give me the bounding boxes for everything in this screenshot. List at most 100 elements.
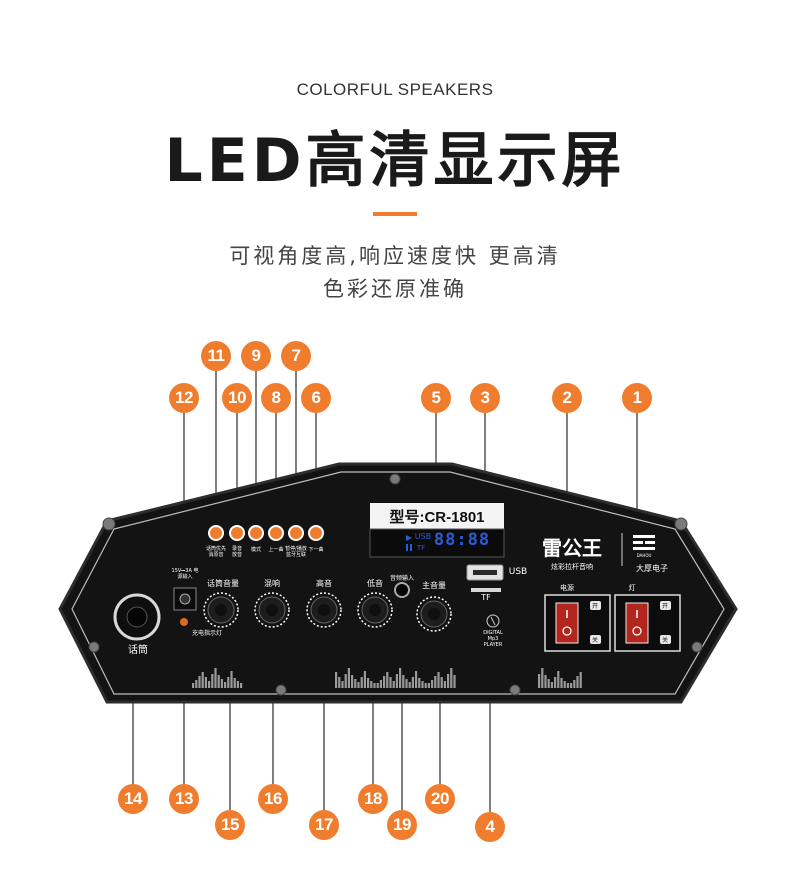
callout-3: 3 xyxy=(470,383,500,413)
equalizer-bar xyxy=(344,674,347,688)
lcd-readout: 88:88 xyxy=(433,530,491,550)
callout-20: 20 xyxy=(425,784,455,814)
equalizer-bar xyxy=(389,677,392,688)
equalizer-bar xyxy=(236,681,239,688)
pause-indicator-icon xyxy=(406,544,408,551)
mp3-player-icon xyxy=(490,616,496,626)
equalizer-bar xyxy=(233,678,236,688)
callout-15: 15 xyxy=(215,810,245,840)
equalizer-bar xyxy=(427,683,430,688)
knob-treble xyxy=(306,592,342,628)
equalizer-bar xyxy=(563,681,566,688)
callout-19: 19 xyxy=(387,810,417,840)
equalizer-bar xyxy=(399,668,402,688)
equalizer-bar xyxy=(418,678,421,688)
knob-echo xyxy=(254,592,290,628)
screw xyxy=(389,473,401,485)
switch-off-mark xyxy=(562,626,572,636)
equalizer-bar xyxy=(395,674,398,688)
power-off-tag xyxy=(590,635,601,644)
equalizer-bar xyxy=(392,681,395,688)
equalizer-bar xyxy=(230,671,233,688)
equalizer-bar xyxy=(214,668,217,688)
equalizer-bar xyxy=(335,672,338,688)
equalizer-bar xyxy=(579,672,582,688)
power-off-label: 关 xyxy=(591,637,599,644)
model-plate xyxy=(370,503,504,529)
usb-port-label: USB xyxy=(508,567,528,577)
equalizer-bar xyxy=(431,680,434,688)
accent-divider xyxy=(373,212,417,216)
equalizer-bar xyxy=(379,680,382,688)
panel-outline-line xyxy=(71,471,725,695)
equalizer-bar xyxy=(402,675,405,688)
light-on-label: 开 xyxy=(661,603,669,610)
equalizer-bar xyxy=(538,674,541,688)
light-rocker xyxy=(625,602,649,644)
button-record xyxy=(229,525,245,541)
button-mic-priority xyxy=(208,525,224,541)
callout-11: 11 xyxy=(201,341,231,371)
power-rocker xyxy=(555,602,579,644)
screw xyxy=(509,684,521,696)
mic-jack-label: 话筒 xyxy=(128,645,148,656)
equalizer-bar xyxy=(415,671,418,688)
equalizer-bar xyxy=(204,677,207,688)
usb-port-slot xyxy=(473,570,497,575)
panel-screws xyxy=(88,473,703,696)
lcd-tf-indicator: TF xyxy=(416,544,426,552)
callout-12: 12 xyxy=(169,383,199,413)
screw xyxy=(275,684,287,696)
equalizer-bar xyxy=(354,679,357,688)
equalizer-bar xyxy=(192,683,195,688)
knob-label-treble: 高音 xyxy=(316,579,332,588)
charge-led-icon xyxy=(180,618,188,626)
button-label-record: 录音 放音 xyxy=(231,546,242,558)
equalizer-bar xyxy=(443,681,446,688)
play-indicator-icon xyxy=(406,535,412,541)
callout-1: 1 xyxy=(622,383,652,413)
equalizer-bar xyxy=(224,682,227,688)
equalizer-bar xyxy=(424,683,427,688)
equalizer-bar xyxy=(447,674,450,688)
charge-led-label: 充电指示灯 xyxy=(191,630,223,637)
equalizer-bar xyxy=(573,680,576,688)
screw xyxy=(674,517,688,531)
button-next xyxy=(308,525,324,541)
function-buttons xyxy=(208,525,324,541)
callout-17: 17 xyxy=(309,810,339,840)
mp3-player-label: DIGITAL Mp3 PLAYER xyxy=(483,630,503,648)
screw xyxy=(691,641,703,653)
equalizer-bar xyxy=(383,676,386,688)
equalizer-bar xyxy=(453,675,456,688)
maker-name: 大厚电子 xyxy=(636,564,668,573)
equalizer-bar xyxy=(570,683,573,688)
button-label-next: 下一曲 xyxy=(308,547,324,553)
equalizer-bar xyxy=(434,676,437,688)
button-play-pause xyxy=(288,525,304,541)
light-switch-label: 灯 xyxy=(628,584,636,592)
equalizer-graphic xyxy=(192,668,582,688)
equalizer-bar xyxy=(240,683,243,688)
light-switch xyxy=(614,594,681,652)
equalizer-bar xyxy=(576,676,579,688)
equalizer-bar xyxy=(195,680,198,688)
subtitle-line-2: 色彩还原准确 xyxy=(323,277,467,301)
brand-logo: 雷公王 xyxy=(542,536,602,560)
aux-input-label: 音频输入 xyxy=(389,575,415,582)
callout-13: 13 xyxy=(169,784,199,814)
equalizer-bar xyxy=(550,682,553,688)
callout-8: 8 xyxy=(261,383,291,413)
lcd-display xyxy=(369,528,505,558)
knob-label-bass: 低音 xyxy=(367,579,383,588)
power-on-tag xyxy=(590,601,601,610)
screw xyxy=(102,517,116,531)
knob-label-master-volume: 主音量 xyxy=(422,581,446,590)
knob-master-volume xyxy=(416,596,452,632)
equalizer-bar xyxy=(217,675,220,688)
equalizer-bar xyxy=(411,677,414,688)
equalizer-bar xyxy=(367,678,370,688)
equalizer-bar xyxy=(220,679,223,688)
eyebrow-text: COLORFUL SPEAKERS xyxy=(296,80,494,99)
